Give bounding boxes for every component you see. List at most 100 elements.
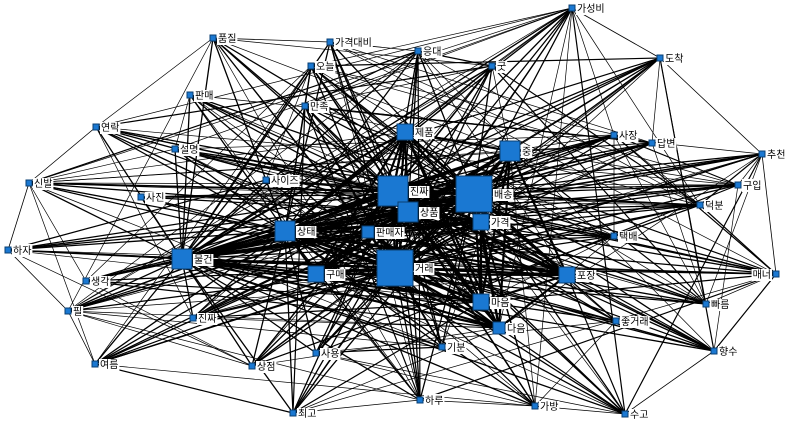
edge (699, 204, 777, 275)
edge (85, 280, 482, 303)
node-square (301, 102, 309, 110)
edge-layer (7, 7, 777, 415)
node-label-bg (618, 130, 639, 142)
node-label: 중 (522, 146, 531, 158)
edge (310, 7, 573, 67)
node-n14: 설명 (171, 144, 200, 156)
node-n24: 덕분 (696, 200, 725, 212)
node-label-bg (490, 216, 511, 229)
node-square (702, 300, 710, 308)
edge (613, 134, 701, 206)
edge (28, 182, 87, 282)
edge (174, 148, 482, 303)
edge (95, 126, 286, 232)
node-square (248, 362, 256, 370)
edge (28, 182, 443, 348)
node-square (377, 175, 409, 207)
node-label: 가격대비 (335, 36, 372, 49)
edge (95, 126, 739, 186)
node-label-bg (315, 61, 336, 73)
node-label-bg (270, 175, 300, 187)
node-square (610, 131, 618, 139)
edge (304, 105, 475, 195)
node-square (416, 396, 424, 404)
edge (404, 131, 739, 186)
node-n12: 답변 (648, 138, 677, 150)
edge (189, 94, 653, 144)
node-square (92, 123, 100, 131)
node-square (531, 402, 539, 410)
node-label-bg (620, 316, 650, 328)
edge (407, 211, 536, 407)
node-n11: 사장 (610, 130, 639, 142)
edge (571, 7, 626, 415)
node-square (621, 410, 629, 418)
edge (28, 150, 511, 184)
node-n47: 가방 (531, 401, 560, 413)
edge (94, 363, 294, 414)
edge (329, 41, 653, 144)
edge (315, 273, 626, 415)
node-square (758, 150, 766, 158)
edge (392, 153, 763, 192)
edge (310, 65, 707, 305)
edge (85, 280, 253, 367)
node-n5: 도착 (656, 53, 685, 65)
edge (404, 131, 615, 237)
node-label: 구매 (326, 269, 344, 281)
edge (417, 50, 475, 195)
edge (473, 57, 661, 195)
edge (67, 37, 214, 312)
edge (480, 221, 715, 352)
edge (181, 258, 294, 414)
edge (407, 211, 443, 348)
node-label: 마음 (491, 297, 509, 309)
edge (140, 196, 701, 206)
edge (192, 301, 482, 319)
node-label: 신발 (34, 178, 52, 190)
edge (284, 57, 661, 232)
edge (473, 65, 493, 195)
edge (192, 153, 763, 319)
edge (491, 7, 573, 67)
edge (509, 142, 653, 152)
node-square (137, 193, 145, 201)
edge (613, 134, 707, 305)
node-label: 설명 (180, 144, 198, 156)
node-label-bg (33, 178, 54, 190)
node-n43: 향수 (710, 346, 739, 358)
node-label-bg (742, 179, 763, 192)
edge (95, 37, 214, 128)
node-label-bg (493, 189, 514, 201)
node-n0: 가성비 (568, 3, 606, 15)
edge (571, 7, 661, 59)
edge (181, 258, 715, 352)
node-label: 하루 (425, 394, 443, 407)
edge (509, 150, 707, 305)
node-label: 가방 (540, 401, 558, 413)
node-label-bg (766, 149, 787, 161)
node-label: 하자 (13, 244, 31, 257)
node-n46: 하루 (416, 394, 445, 407)
node-label: 굿 (497, 61, 506, 73)
edge (292, 301, 482, 414)
edge (181, 258, 536, 407)
node-label: 기분 (447, 342, 465, 354)
node-label: 필 (73, 306, 82, 318)
node-n25: 상태 (274, 220, 317, 242)
node-label: 진짜 (198, 313, 216, 325)
edge (212, 37, 267, 181)
node-square (612, 317, 620, 325)
node-label-bg (90, 276, 111, 288)
edge (7, 179, 267, 251)
node-n35: 마음 (472, 293, 511, 311)
node-n28: 택배 (610, 231, 639, 243)
edge (67, 310, 96, 365)
node-label: 진짜 (410, 186, 428, 198)
edge (67, 310, 500, 329)
node-label: 사용 (321, 348, 339, 360)
node-label-bg (320, 348, 341, 360)
node-n2: 가격대비 (326, 36, 373, 49)
node-square (4, 246, 12, 254)
edge (192, 317, 500, 329)
